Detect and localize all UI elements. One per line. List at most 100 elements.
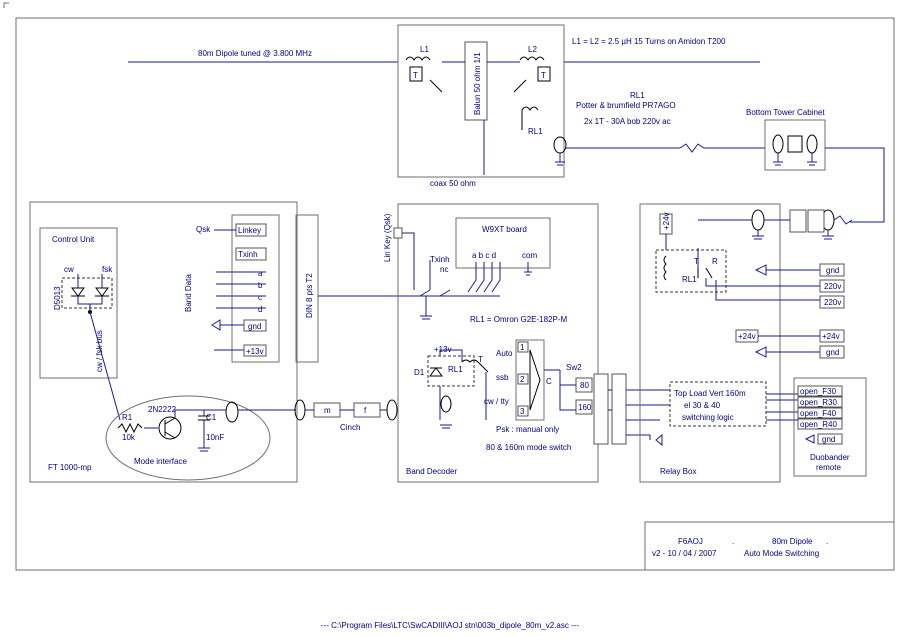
svg-text:open_F40: open_F40: [800, 409, 837, 418]
mode-interface-label: Mode interface: [134, 457, 187, 466]
svg-text:C1: C1: [206, 413, 217, 422]
svg-text:T: T: [478, 355, 483, 364]
svg-text:Txinh: Txinh: [238, 250, 258, 259]
band-data-label: Band Data: [184, 274, 193, 312]
svg-text:160: 160: [578, 403, 592, 412]
rl1-desc2: 2x 1T - 30A bob 220v ac: [584, 117, 671, 126]
tower-cabinet: [764, 119, 826, 171]
connector-f: [353, 402, 381, 418]
din-connector: [295, 214, 319, 363]
svg-text:fsk: fsk: [102, 265, 113, 274]
relay-box: [639, 203, 781, 483]
transistor-label: 2N2222: [148, 405, 177, 414]
svg-text:1: 1: [520, 343, 525, 352]
footer-path: --- C:\Program Files\LTC\SwCADIII\AOJ st…: [321, 621, 579, 630]
outer-border: [15, 17, 895, 571]
svg-text:+24v: +24v: [662, 212, 671, 230]
svg-text:W9XT board: W9XT board: [482, 225, 527, 234]
mode-switch: [515, 339, 545, 421]
band-decoder-box: [397, 203, 599, 483]
mode-cwtty: cw / tty: [484, 397, 509, 406]
svg-text:3: 3: [520, 407, 525, 416]
svg-text:80: 80: [580, 381, 589, 390]
svg-text:+13v: +13v: [246, 347, 264, 356]
svg-text:+24v: +24v: [738, 332, 756, 341]
svg-text:b: b: [258, 281, 263, 290]
author: F6AOJ: [678, 537, 703, 546]
diagram-title: 80m Dipole: [772, 537, 813, 546]
mode-interface: [105, 395, 271, 481]
svg-text:el 30 & 40: el 30 & 40: [684, 401, 721, 410]
coils-label: L1 = L2 = 2.5 µH 15 Turns on Amidon T200: [572, 37, 726, 46]
rl1-desc1: Potter & brumfield PR7AGO: [576, 101, 676, 110]
diode-label: D5013: [53, 286, 62, 310]
svg-text:L1: L1: [420, 45, 429, 54]
bus-label: cw / fsk bus: [95, 330, 104, 372]
svg-text:10k: 10k: [122, 433, 136, 442]
duobander-box: [793, 377, 867, 477]
svg-text:gnd: gnd: [826, 348, 839, 357]
svg-text:C: C: [546, 377, 552, 386]
w9xt-board: [455, 217, 551, 269]
svg-text:2: 2: [520, 375, 525, 384]
svg-text:10nF: 10nF: [206, 433, 224, 442]
psk-label: Psk : manual only: [496, 425, 559, 434]
version: v2 - 10 / 04 / 2007: [652, 549, 717, 558]
rig-label: FT 1000-mp: [48, 463, 92, 472]
svg-text:open_R30: open_R30: [800, 398, 837, 407]
rl1-omron: RL1 = Omron G2E-182P-M: [470, 315, 567, 324]
balun-label: Balun 50 ohm 1/1: [473, 52, 482, 115]
connector-strip: [231, 214, 280, 363]
coax-label: coax 50 ohm: [430, 179, 476, 188]
title-block: [644, 521, 895, 571]
band-decoder-title: Band Decoder: [406, 467, 457, 476]
mode-switch-label: 80 & 160m mode switch: [486, 443, 571, 452]
svg-text:switching logic: switching logic: [682, 413, 734, 422]
l2-coil: [519, 56, 545, 61]
svg-text:open_R40: open_R40: [800, 420, 837, 429]
din-label: DIN 8 pts T2: [305, 273, 314, 318]
tower-title: Bottom Tower Cabinet: [746, 108, 825, 117]
svg-text:T: T: [413, 71, 418, 80]
svg-text:open_F30: open_F30: [800, 387, 837, 396]
svg-text:c: c: [258, 293, 262, 302]
svg-text:Qsk: Qsk: [196, 225, 211, 234]
svg-text:m: m: [324, 406, 331, 415]
svg-text:220v: 220v: [824, 298, 841, 307]
svg-text:d: d: [258, 305, 262, 314]
relay-box-title: Relay Box: [660, 467, 696, 476]
sw2-label: Sw2: [566, 363, 582, 372]
svg-text:cw: cw: [64, 265, 74, 274]
control-unit-title: Control Unit: [52, 235, 95, 244]
svg-text:.: .: [826, 537, 828, 546]
svg-text:remote: remote: [816, 463, 841, 472]
svg-text:a: a: [258, 269, 263, 278]
svg-text:nc: nc: [440, 265, 448, 274]
mode-auto: Auto: [496, 349, 513, 358]
svg-text:RL1: RL1: [448, 365, 463, 374]
svg-text:gnd: gnd: [822, 435, 835, 444]
svg-text:RL1: RL1: [682, 275, 697, 284]
svg-text:T: T: [694, 257, 699, 266]
dipole-label: 80m Dipole tuned @ 3.800 MHz: [198, 49, 312, 58]
svg-text:gnd: gnd: [248, 322, 261, 331]
svg-text:a b c d: a b c d: [472, 251, 496, 260]
svg-text:220v: 220v: [824, 282, 841, 291]
cinch-label: Cinch: [340, 423, 360, 432]
switching-logic: [669, 381, 767, 427]
l1-coil: [405, 56, 431, 61]
svg-text:f: f: [364, 406, 367, 415]
svg-text:D1: D1: [414, 368, 425, 377]
svg-text:Top Load Vert 160m: Top Load Vert 160m: [674, 389, 746, 398]
svg-text:L2: L2: [528, 45, 537, 54]
mode-ssb: ssb: [496, 373, 509, 382]
antenna-box: [397, 24, 565, 178]
svg-text:R: R: [712, 257, 718, 266]
rl1-title: RL1: [630, 91, 645, 100]
balun: [464, 41, 488, 121]
duobander-title: Duobander: [810, 453, 850, 462]
svg-text:+24v: +24v: [822, 332, 840, 341]
svg-text:Txinh: Txinh: [430, 255, 450, 264]
svg-text:.: .: [732, 537, 734, 546]
